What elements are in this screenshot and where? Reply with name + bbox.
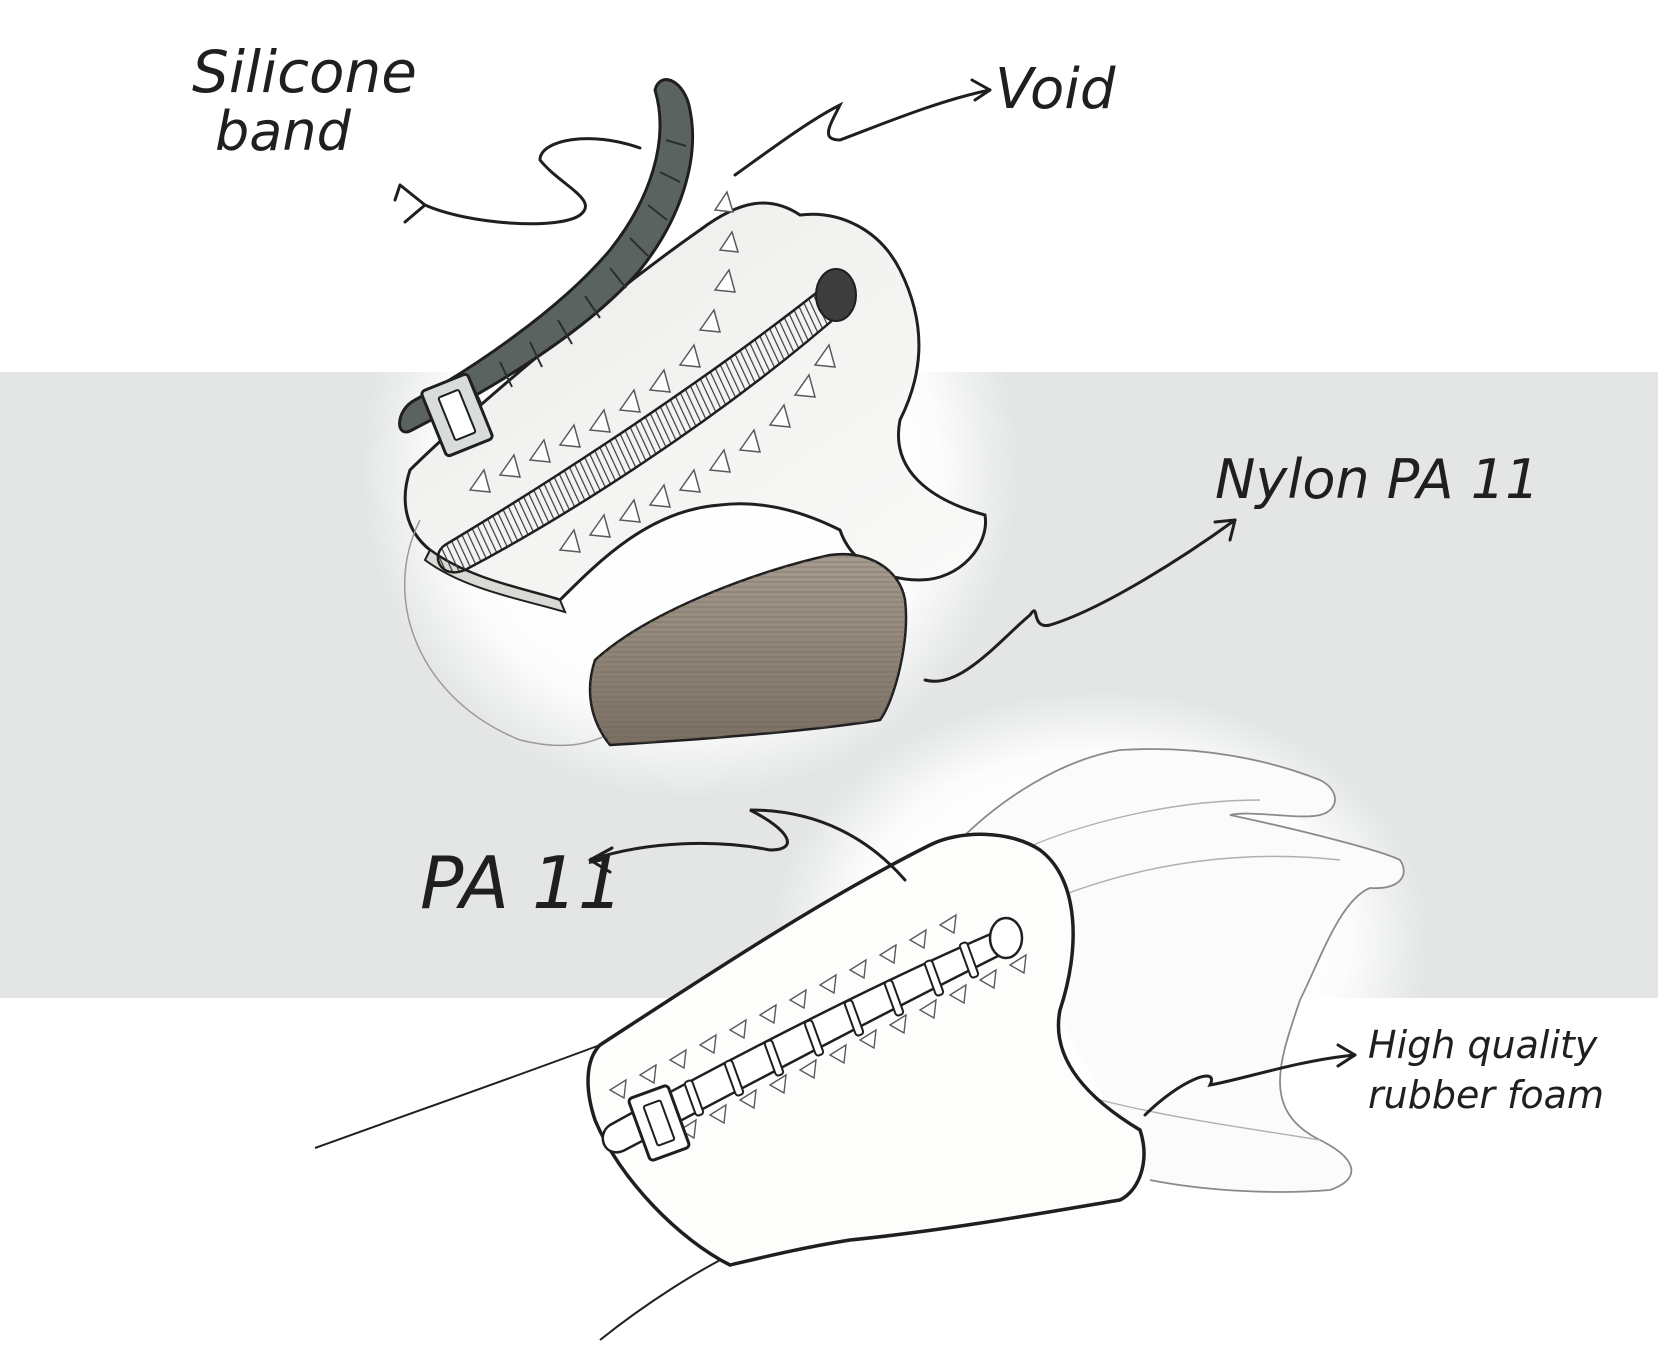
upper-brace [398,78,988,747]
pa11-leader [588,808,907,882]
label-silicone-band-line1: Silicone [192,38,417,106]
upper-shell-edge [423,548,567,614]
lower-brace-on-hand [314,748,1405,1341]
foam-leader [1143,1053,1357,1117]
foam-arrowhead [1336,1043,1357,1068]
void-arrowhead [970,78,992,102]
silicone-band-ribs [469,139,687,406]
lower-void-pattern [608,913,1027,1140]
upper-void-pattern [468,190,837,553]
silicone-leader [423,137,642,226]
pa11-arrowhead [588,846,614,874]
label-foam-line2: rubber foam [1368,1073,1604,1117]
leader-lines [393,78,1357,1117]
forearm-top-line [314,1044,601,1149]
forearm-bottom-line [599,1254,731,1341]
nylon-leader [923,518,1237,683]
void-leader [733,88,992,177]
nylon-pad-texture [590,554,906,745]
lower-strap-buckle [627,1084,691,1162]
label-silicone-band-line2: band [215,100,352,163]
nylon-arrowhead [1213,518,1237,542]
label-nylon-pa11: Nylon PA 11 [1215,448,1539,511]
label-foam-line1: High quality [1368,1023,1598,1067]
lower-channel-eyelet [988,916,1024,960]
label-pa11: PA 11 [420,841,624,925]
lower-strap-ribs [683,941,980,1117]
hand-outline [959,748,1405,1193]
silicone-band-buckle [420,372,494,458]
label-void: Void [995,57,1116,122]
silicone-arrowhead [393,183,427,224]
upper-channel-eyelet [815,268,857,322]
